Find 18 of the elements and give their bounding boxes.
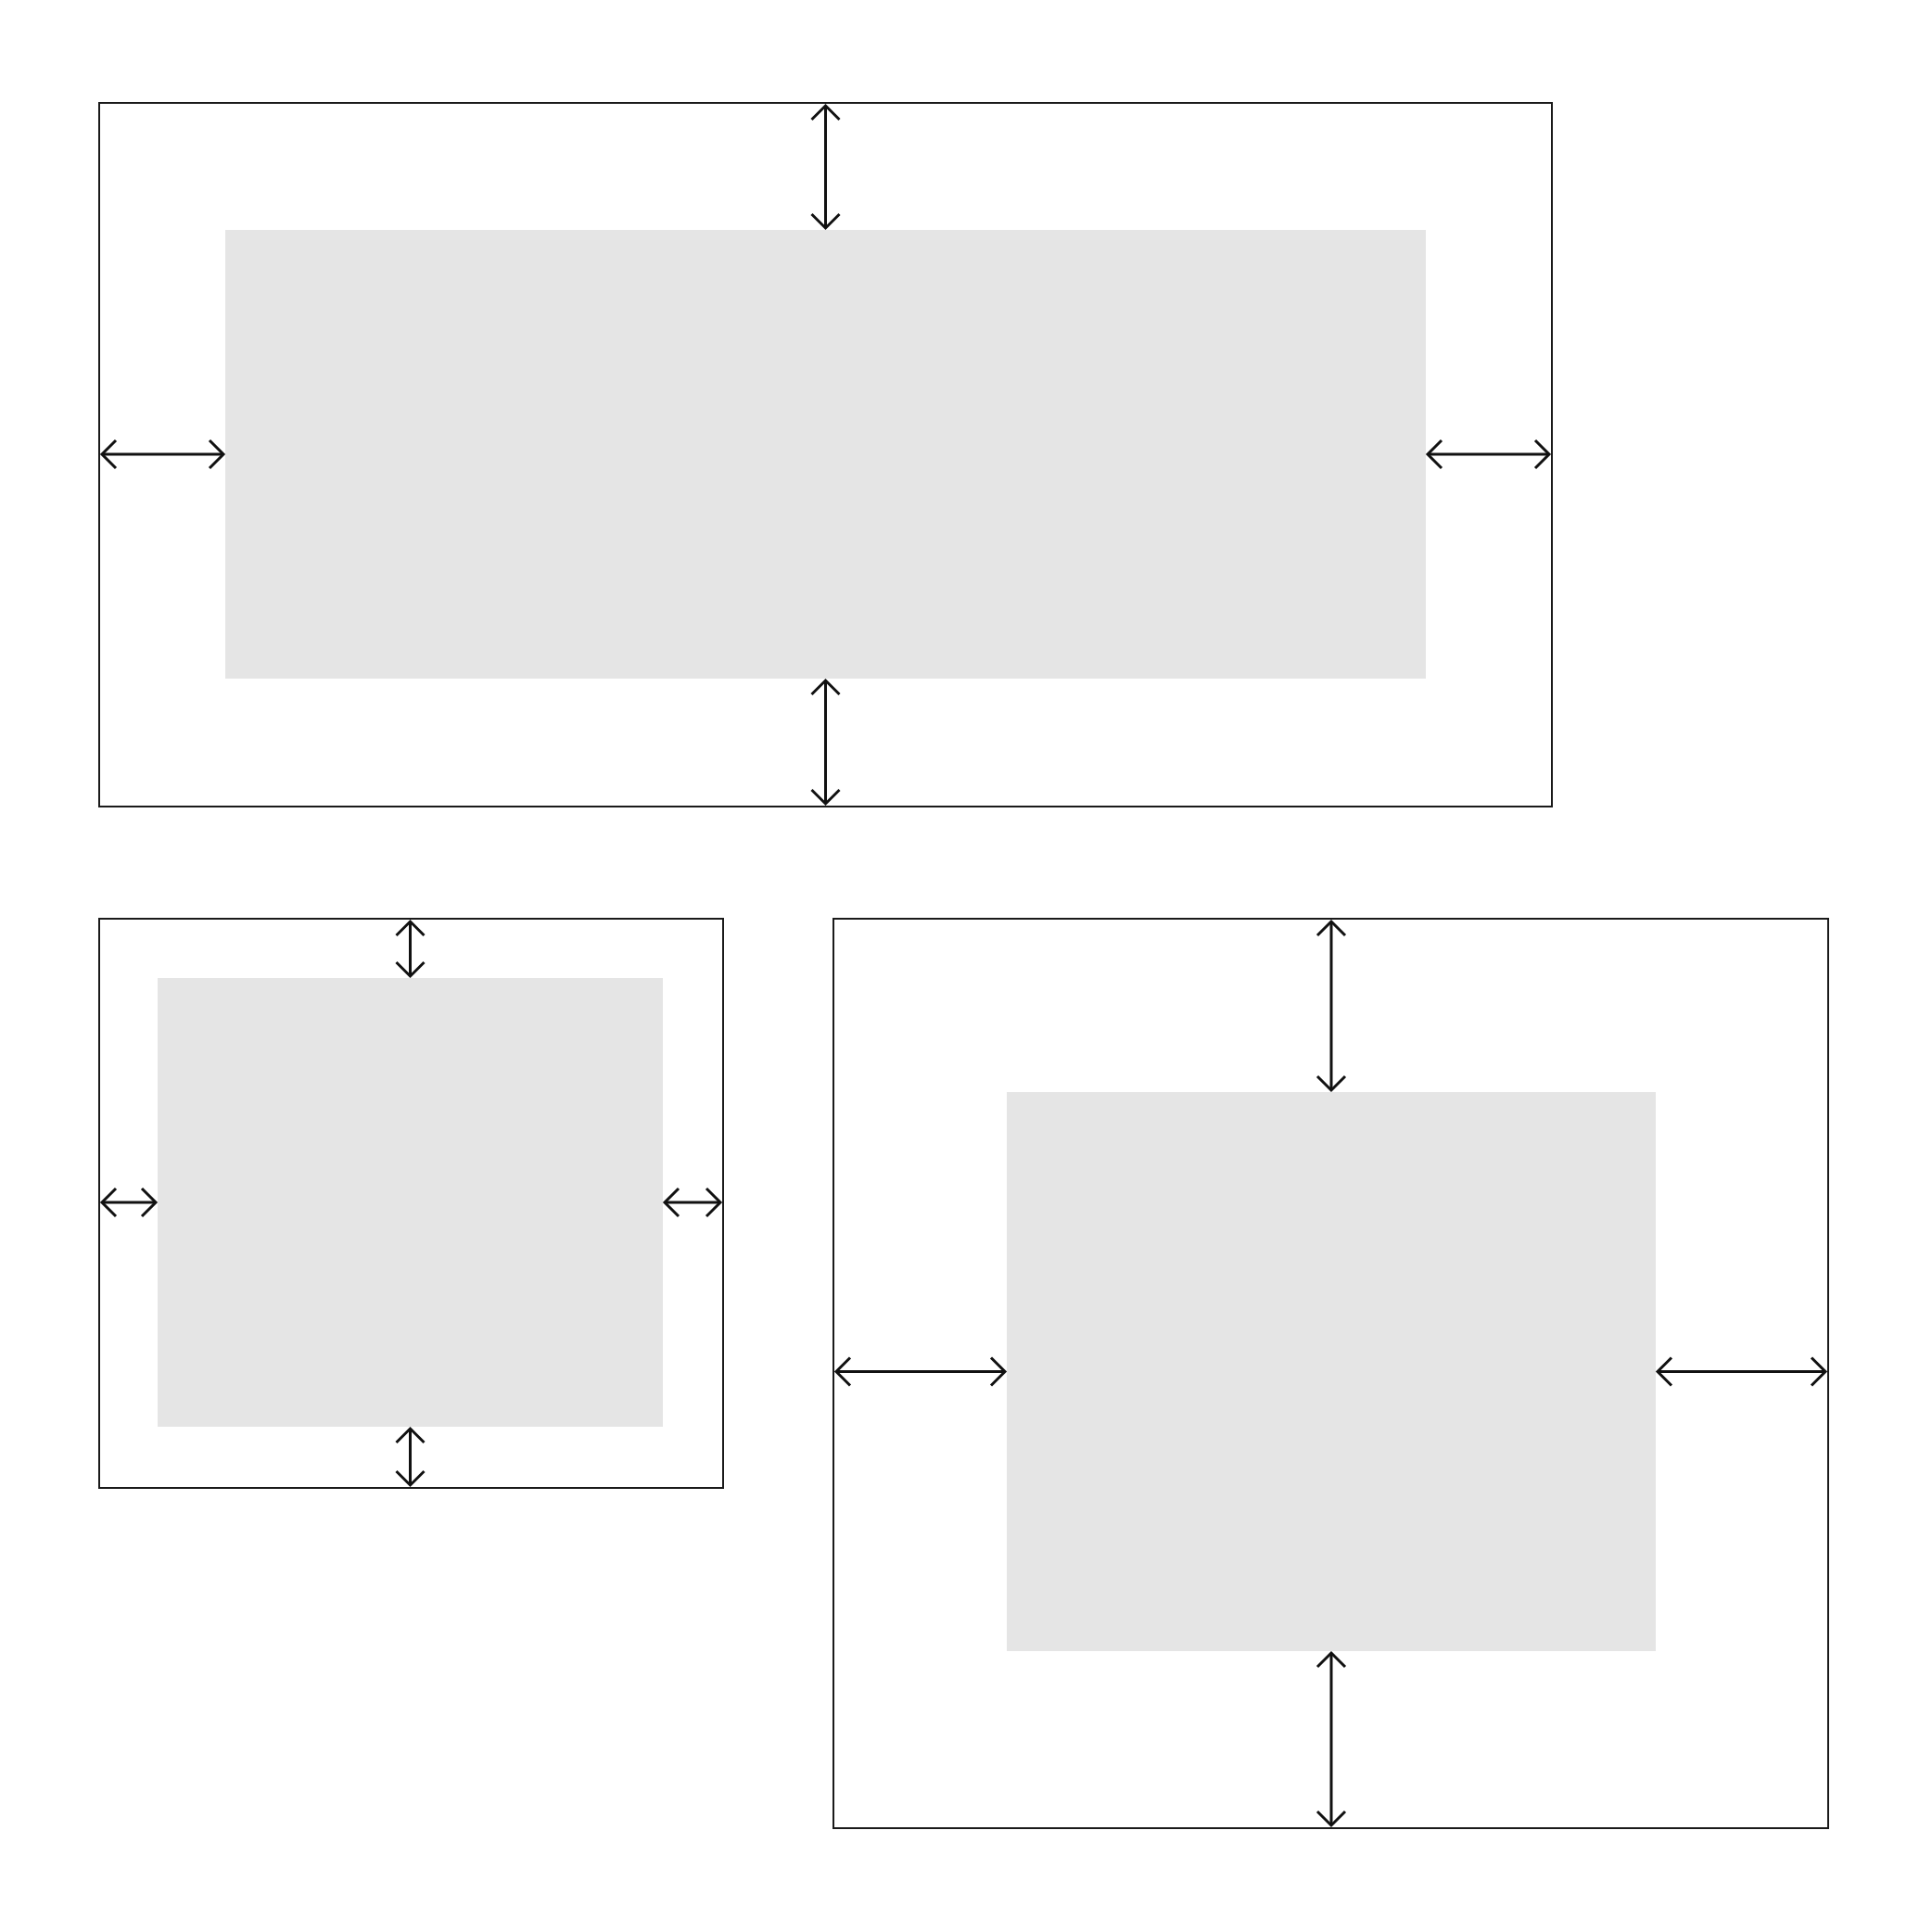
- outer-frame: [98, 918, 724, 1489]
- double-arrow: [834, 1356, 1007, 1387]
- double-arrow: [1316, 1651, 1347, 1827]
- outer-frame: [98, 102, 1553, 807]
- double-arrow: [395, 1427, 426, 1487]
- double-arrow: [100, 1187, 158, 1218]
- double-arrow: [1426, 439, 1551, 470]
- outer-frame: [833, 918, 1829, 1829]
- inner-panel: [225, 230, 1426, 679]
- double-arrow: [100, 439, 225, 470]
- inner-panel: [158, 978, 663, 1427]
- double-arrow: [663, 1187, 722, 1218]
- double-arrow: [395, 920, 426, 978]
- double-arrow: [1656, 1356, 1827, 1387]
- double-arrow: [810, 104, 841, 230]
- double-arrow: [810, 679, 841, 806]
- double-arrow: [1316, 920, 1347, 1092]
- inner-panel: [1007, 1092, 1656, 1651]
